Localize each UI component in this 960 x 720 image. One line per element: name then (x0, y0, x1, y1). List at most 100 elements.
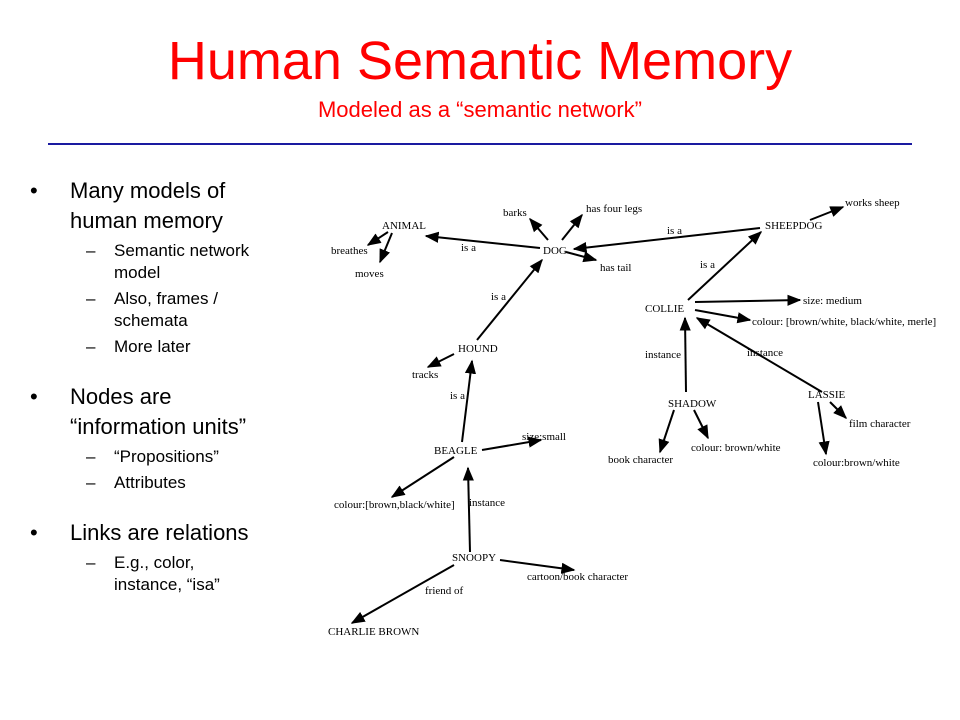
node-works-sheep: works sheep (845, 197, 900, 209)
sub-bullet-text: Attributes (114, 473, 186, 492)
node-film-character: film character (849, 418, 911, 430)
link-label: instance (645, 349, 681, 361)
node-size-small: size:small (522, 431, 566, 443)
link-arrow (693, 409, 709, 440)
node-breathes: breathes (331, 245, 368, 257)
sub-bullet-dash: – (86, 289, 96, 308)
link-label: is a (700, 259, 715, 271)
link-arrow (829, 401, 847, 419)
node-moves: moves (355, 268, 384, 280)
link-arrow (462, 466, 474, 553)
slide-subtitle: Modeled as a “semantic network” (317, 97, 643, 122)
sub-bullet-item: –Semantic network model (30, 240, 305, 284)
node-beagle: BEAGLE (434, 445, 478, 457)
link-arrow (561, 213, 583, 241)
bullet-text: “information units” (70, 414, 247, 439)
link-arrow (366, 231, 389, 246)
node-dog: DOG (543, 245, 567, 257)
node-has-four-legs: has four legs (586, 203, 642, 215)
node-colour-collie: colour: [brown/white, black/white, merle… (752, 316, 936, 328)
sub-bullet-dash: – (86, 473, 96, 492)
node-has-tail: has tail (600, 262, 631, 274)
link-arrow (565, 251, 598, 263)
sub-bullet-text: schemata (114, 311, 188, 330)
link-label: is a (461, 242, 476, 254)
link-arrow (390, 456, 455, 498)
link-label: is a (450, 390, 465, 402)
sub-bullet-text: More later (114, 337, 191, 356)
node-sheepdog: SHEEPDOG (765, 220, 823, 232)
sub-bullet-item: –Also, frames / schemata (30, 288, 305, 332)
bullet-dot: • (30, 178, 38, 203)
node-lassie: LASSIE (808, 389, 846, 401)
link-arrow (817, 401, 830, 456)
node-barks: barks (503, 207, 527, 219)
node-shadow: SHADOW (668, 398, 717, 410)
bullet-item: • Nodes are “information units” (30, 382, 305, 442)
title-divider (48, 143, 912, 145)
sub-bullet-dash: – (86, 337, 96, 356)
sub-bullet-text: E.g., color, (114, 553, 195, 572)
sub-bullet-item: –“Propositions” (30, 446, 305, 468)
slide-title: Human Semantic Memory (167, 31, 793, 91)
node-snoopy: SNOOPY (452, 552, 496, 564)
sub-bullet-dash: – (86, 241, 96, 260)
sub-bullet-text: Also, frames / (114, 289, 218, 308)
link-label: instance (469, 497, 505, 509)
bullet-dot: • (30, 520, 38, 545)
link-arrow (658, 409, 675, 454)
link-arrow (694, 309, 752, 324)
link-arrow (424, 231, 541, 249)
sub-bullet-dash: – (86, 447, 96, 466)
link-labels: is a is a is a is a is a instance instan… (425, 225, 783, 597)
link-label: is a (667, 225, 682, 237)
sub-bullet-dash: – (86, 553, 96, 572)
link-arrow (529, 217, 549, 241)
link-arrow (687, 231, 763, 301)
sub-bullet-item: –Attributes (30, 472, 305, 494)
link-arrow (695, 317, 823, 393)
node-colour-lassie: colour:brown/white (813, 457, 900, 469)
link-arrow (461, 359, 477, 443)
link-arrow (572, 227, 761, 254)
network-links (350, 206, 847, 624)
link-arrow (679, 316, 691, 393)
link-arrow (499, 559, 576, 574)
sub-bullet-text: model (114, 263, 161, 282)
sub-bullet-text: Semantic network (114, 241, 250, 260)
bullet-text: Many models of (70, 178, 226, 203)
link-arrow (809, 206, 845, 221)
node-book-character: book character (608, 454, 673, 466)
node-cartoon: cartoon/book character (527, 571, 628, 583)
node-hound: HOUND (458, 343, 498, 355)
node-tracks: tracks (412, 369, 438, 381)
node-colour-shadow: colour: brown/white (691, 442, 781, 454)
node-charlie-brown: CHARLIE BROWN (328, 626, 419, 638)
link-arrow (379, 232, 393, 264)
sub-bullet-item: –More later (30, 336, 305, 358)
bullet-text: Nodes are (70, 384, 172, 409)
link-label: friend of (425, 585, 464, 597)
link-label: is a (491, 291, 506, 303)
link-arrow (481, 436, 543, 451)
link-label: instance (747, 347, 783, 359)
link-arrow (350, 564, 455, 624)
link-arrow (426, 353, 455, 368)
bullet-text: Links are relations (70, 520, 249, 545)
link-arrow (476, 258, 543, 341)
sub-bullet-text: “Propositions” (114, 447, 219, 466)
node-colour-beagle: colour:[brown,black/white] (334, 499, 455, 511)
sub-bullet-item: –E.g., color, instance, “isa” (30, 552, 305, 596)
network-nodes: ANIMAL breathes moves DOG barks has four… (328, 197, 936, 638)
node-size-medium: size: medium (803, 295, 862, 307)
node-animal: ANIMAL (382, 220, 426, 232)
sub-bullet-text: instance, “isa” (114, 575, 220, 594)
link-arrow (694, 294, 802, 306)
bullet-text: human memory (70, 208, 223, 233)
bullet-dot: • (30, 384, 38, 409)
bullet-item: • Many models of human memory (30, 176, 305, 236)
node-collie: COLLIE (645, 303, 684, 315)
bullet-item: • Links are relations (30, 518, 305, 548)
